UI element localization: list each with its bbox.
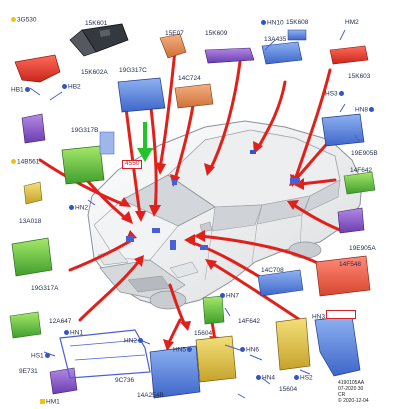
- label-hn6: HN6: [240, 347, 259, 354]
- module-19g317b-component: [61, 145, 105, 185]
- module-13a435-component: [261, 41, 303, 65]
- connector-4550-component: [99, 131, 115, 155]
- label-text: HN7: [226, 292, 240, 300]
- reference-code-line-2: 07-2020 30: [338, 386, 364, 392]
- label-15k601: 15K601: [85, 20, 108, 27]
- module-components: [9, 23, 376, 399]
- label-15e07: 15E07: [165, 30, 184, 37]
- label-hn2-upper: HN2: [69, 205, 88, 212]
- label-19e905b: 19E905B: [351, 150, 378, 157]
- label-text: HB2: [68, 83, 81, 91]
- label-15k608: 15K608: [286, 19, 309, 26]
- switch-13a018-component: [23, 181, 43, 205]
- bracket-right-component: [314, 315, 361, 377]
- reference-code-line-4: © 2020-12-04: [338, 398, 369, 404]
- label-text: HN3: [312, 313, 326, 321]
- module-19e905b-component: [321, 113, 365, 147]
- label-14a254b: 14A254B: [137, 392, 164, 399]
- antenna-15k609-component: [204, 47, 255, 64]
- label-13a435: 13A435: [264, 36, 287, 43]
- green-arrow: [137, 122, 153, 162]
- label-text: HN5: [173, 346, 187, 354]
- label-14c708: 14C708: [261, 267, 284, 274]
- bracket-14a254b-component: [149, 345, 201, 399]
- label-text: HN4: [262, 374, 276, 382]
- label-15k603: 15K603: [348, 73, 371, 80]
- module-14f642-lower-component: [202, 295, 225, 325]
- reference-code-line-3: CR: [338, 392, 346, 398]
- label-hn4: HN4: [256, 375, 275, 382]
- label-text: HN6: [246, 346, 260, 354]
- fuse-box-15604-left-component: [195, 335, 237, 383]
- label-hs3: HS3: [325, 91, 345, 98]
- label-13a018: 13A018: [19, 218, 42, 225]
- fuse-box-15604-right-component: [275, 317, 311, 371]
- label-hs2: HS2: [294, 375, 313, 382]
- label-hm2: HM2: [345, 19, 359, 26]
- antenna-15k603-component: [329, 45, 369, 65]
- antenna-red-component: [14, 54, 61, 83]
- label-text: HN2: [124, 337, 138, 345]
- label-text: 14B561: [17, 158, 40, 166]
- label-19g317c: 19G317C: [119, 67, 147, 74]
- label-3g530: 3G530: [11, 17, 37, 24]
- module-purple-left-component: [21, 113, 46, 144]
- sensor-15e07-component: [159, 33, 187, 59]
- label-text: HS1: [31, 352, 44, 360]
- label-hn2-lower: HN2: [124, 338, 144, 345]
- module-12a647-component: [9, 311, 42, 339]
- label-19e805a: 19E905A: [349, 245, 376, 252]
- label-text: 3G530: [17, 16, 37, 24]
- label-text: HS2: [300, 374, 313, 382]
- label-14f642-lower: 14F642: [238, 318, 261, 325]
- label-text: HM1: [46, 398, 60, 406]
- label-hs1: HS1: [31, 353, 51, 360]
- label-text: HN10: [267, 19, 284, 27]
- label-boxed-blank: [326, 310, 356, 319]
- label-text: HN2: [75, 204, 89, 212]
- reference-code-block: 4190105AA 07-2020 30 CR © 2020-12-04: [338, 380, 369, 404]
- label-9e731: 9E731: [19, 368, 38, 375]
- label-15k602a: 15K602A: [81, 69, 108, 76]
- car-component-markers: [126, 150, 300, 250]
- label-14f548: 14F548: [339, 261, 362, 268]
- label-15604-right: 15604: [279, 386, 298, 393]
- label-text: HS3: [325, 90, 338, 98]
- label-14b561: 14B561: [11, 159, 39, 166]
- label-hn8: HN8: [355, 107, 375, 114]
- label-hn10: HN10: [261, 20, 284, 27]
- label-12a647: 12A647: [49, 318, 72, 325]
- label-hn1: HN1: [64, 330, 83, 337]
- module-19e805a-component: [337, 207, 365, 234]
- module-14c708-component: [257, 269, 304, 297]
- label-15604-left: 15604: [194, 330, 213, 337]
- module-14c724-component: [174, 83, 214, 109]
- label-hm1: HM1: [40, 399, 60, 406]
- module-15k608-component: [287, 29, 307, 41]
- label-9c736: 9C736: [115, 377, 135, 384]
- label-19g317a: 19G317A: [31, 285, 59, 292]
- label-hb1: HB1: [11, 87, 31, 94]
- label-hn5: HN5: [173, 347, 193, 354]
- label-hb2: HB2: [62, 84, 81, 91]
- module-9e731-component: [49, 367, 78, 395]
- module-14f642-right-component: [343, 171, 376, 195]
- label-19g317b: 19G317B: [71, 127, 99, 134]
- label-text: HB1: [11, 86, 24, 94]
- key-fob-component: [69, 23, 129, 57]
- label-14c724: 14C724: [178, 75, 201, 82]
- bracket-9c736-component: [59, 329, 151, 379]
- label-4550: 4550: [122, 160, 143, 169]
- module-19g317c-component: [117, 77, 166, 113]
- module-19g317a-component: [11, 237, 53, 277]
- label-hn7: HN7: [220, 293, 239, 300]
- label-text: HN1: [70, 329, 84, 337]
- label-15k609: 15K609: [205, 30, 228, 37]
- label-14f642-right: 14F642: [350, 167, 373, 174]
- reference-code-line-1: 4190105AA: [338, 380, 365, 386]
- label-text: HN8: [355, 106, 369, 114]
- module-14f548-component: [315, 255, 371, 297]
